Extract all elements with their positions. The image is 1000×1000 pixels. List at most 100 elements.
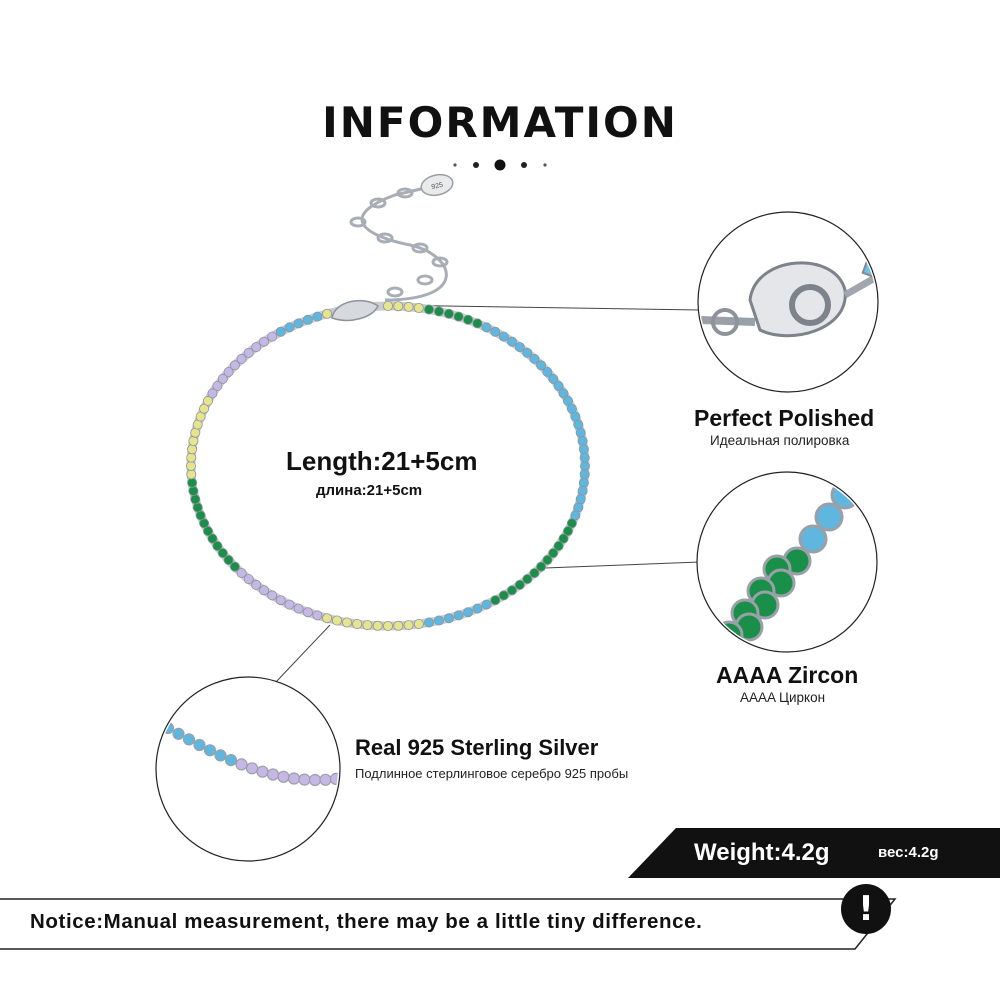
leader-line-zircon [544, 561, 701, 569]
zircon-stone [472, 603, 483, 614]
zircon-stone [188, 435, 199, 446]
zircon-stone [203, 744, 217, 757]
zircon-stone [229, 360, 240, 371]
zircon-stone [548, 373, 559, 384]
tennis-bracelet [185, 300, 591, 632]
zircon-stone [579, 452, 590, 463]
zircon-stone [433, 306, 444, 317]
zircon-stone [714, 620, 744, 650]
zircon-stone [352, 619, 363, 630]
zircon-stone [251, 342, 262, 353]
zircon-stone [423, 617, 434, 628]
zoom-circle-silver [155, 676, 352, 862]
zircon-stone [514, 579, 525, 590]
exclamation-icon: ! [841, 884, 891, 934]
zircon-stone [453, 610, 464, 621]
zircon-stone [563, 395, 574, 406]
zircon-stone [207, 388, 218, 399]
dot [543, 163, 547, 167]
zircon-stone [319, 773, 332, 786]
zircon-stone [453, 311, 464, 322]
zircon-stone [798, 524, 828, 554]
zircon-stone [577, 485, 588, 496]
zircon-stone [256, 765, 269, 778]
zircon-stone [284, 322, 295, 333]
zircon-stone [267, 331, 278, 342]
zircon-stone [553, 380, 564, 391]
zircon-stone [558, 533, 569, 544]
zircon-stone [185, 460, 196, 471]
zircon-stone [235, 758, 248, 771]
zircon-stone [553, 541, 564, 552]
zircon-stone [266, 768, 280, 781]
zircon-stone [214, 749, 227, 762]
zircon-stone [236, 568, 247, 579]
zircon-stone [258, 336, 269, 347]
zircon-stone [522, 574, 533, 585]
zircon-stone [558, 388, 569, 399]
zircon-stone [217, 548, 228, 559]
zircon-stone [188, 485, 199, 496]
zircon-stone [575, 427, 586, 438]
zircon-stone [302, 607, 313, 618]
zircon-stone [245, 762, 259, 775]
zircon-stone [341, 772, 352, 783]
zircon-stone [403, 301, 414, 312]
zircon-stone [536, 561, 547, 572]
zircon-stone [187, 444, 198, 455]
notice-text: Notice:Manual measurement, there may be … [30, 910, 703, 933]
silver-closeup [161, 721, 352, 787]
zircon-stone [187, 477, 198, 488]
zircon-stone [578, 477, 589, 488]
zircon-stone [529, 353, 540, 364]
zircon-stone [329, 772, 338, 786]
zircon-stone [382, 300, 393, 311]
zircon-stone [490, 326, 501, 337]
zircon-stone [498, 590, 509, 601]
silver-title: Real 925 Sterling Silver [355, 735, 599, 760]
zircon-stone [267, 590, 278, 601]
zircon-stone [202, 526, 213, 537]
zircon-stone [341, 617, 352, 628]
dot-active [494, 159, 506, 171]
zircon-stone [580, 460, 591, 471]
zircon-stone [308, 773, 322, 787]
zircon-stone [393, 301, 404, 312]
zircon-stone [443, 308, 454, 319]
zircon-stone [472, 318, 483, 329]
zircon-stone [217, 373, 228, 384]
zircon-stone [223, 555, 234, 566]
zircon-stone [293, 318, 304, 329]
dot [473, 162, 479, 168]
zircon-stone [542, 555, 553, 566]
zircon-stone [814, 502, 844, 532]
zircon-stone [403, 620, 414, 631]
leader-line-silver [274, 624, 331, 684]
zircon-stone [322, 613, 333, 624]
zircon-stone [413, 302, 424, 313]
zircon-stone [212, 380, 223, 391]
zircon-stone [287, 772, 301, 785]
zircon-subtitle: AAAA Циркон [740, 690, 826, 705]
zircon-stone [207, 533, 218, 544]
silver-tag: 925 [420, 173, 454, 197]
zircon-stone [566, 518, 577, 529]
zircon-stone [382, 621, 393, 632]
zircon-stone [529, 568, 540, 579]
zircon-stone [202, 395, 213, 406]
zircon-stone [542, 366, 553, 377]
zircon-stone [490, 595, 501, 606]
weight-label: Weight:4.2g [694, 839, 830, 866]
zircon-stone [506, 336, 517, 347]
dot [521, 162, 527, 168]
weight-label-ru: вес:4.2g [878, 844, 939, 861]
zircon-stone [548, 548, 559, 559]
zircon-stone [182, 733, 196, 746]
zircon-stone [277, 770, 290, 783]
zircon-stone [514, 342, 525, 353]
dot [453, 163, 457, 167]
silver-subtitle: Подлинное стерлинговое серебро 925 пробы [355, 766, 629, 781]
zircon-stones [185, 300, 591, 632]
zircon-stone [312, 610, 323, 621]
